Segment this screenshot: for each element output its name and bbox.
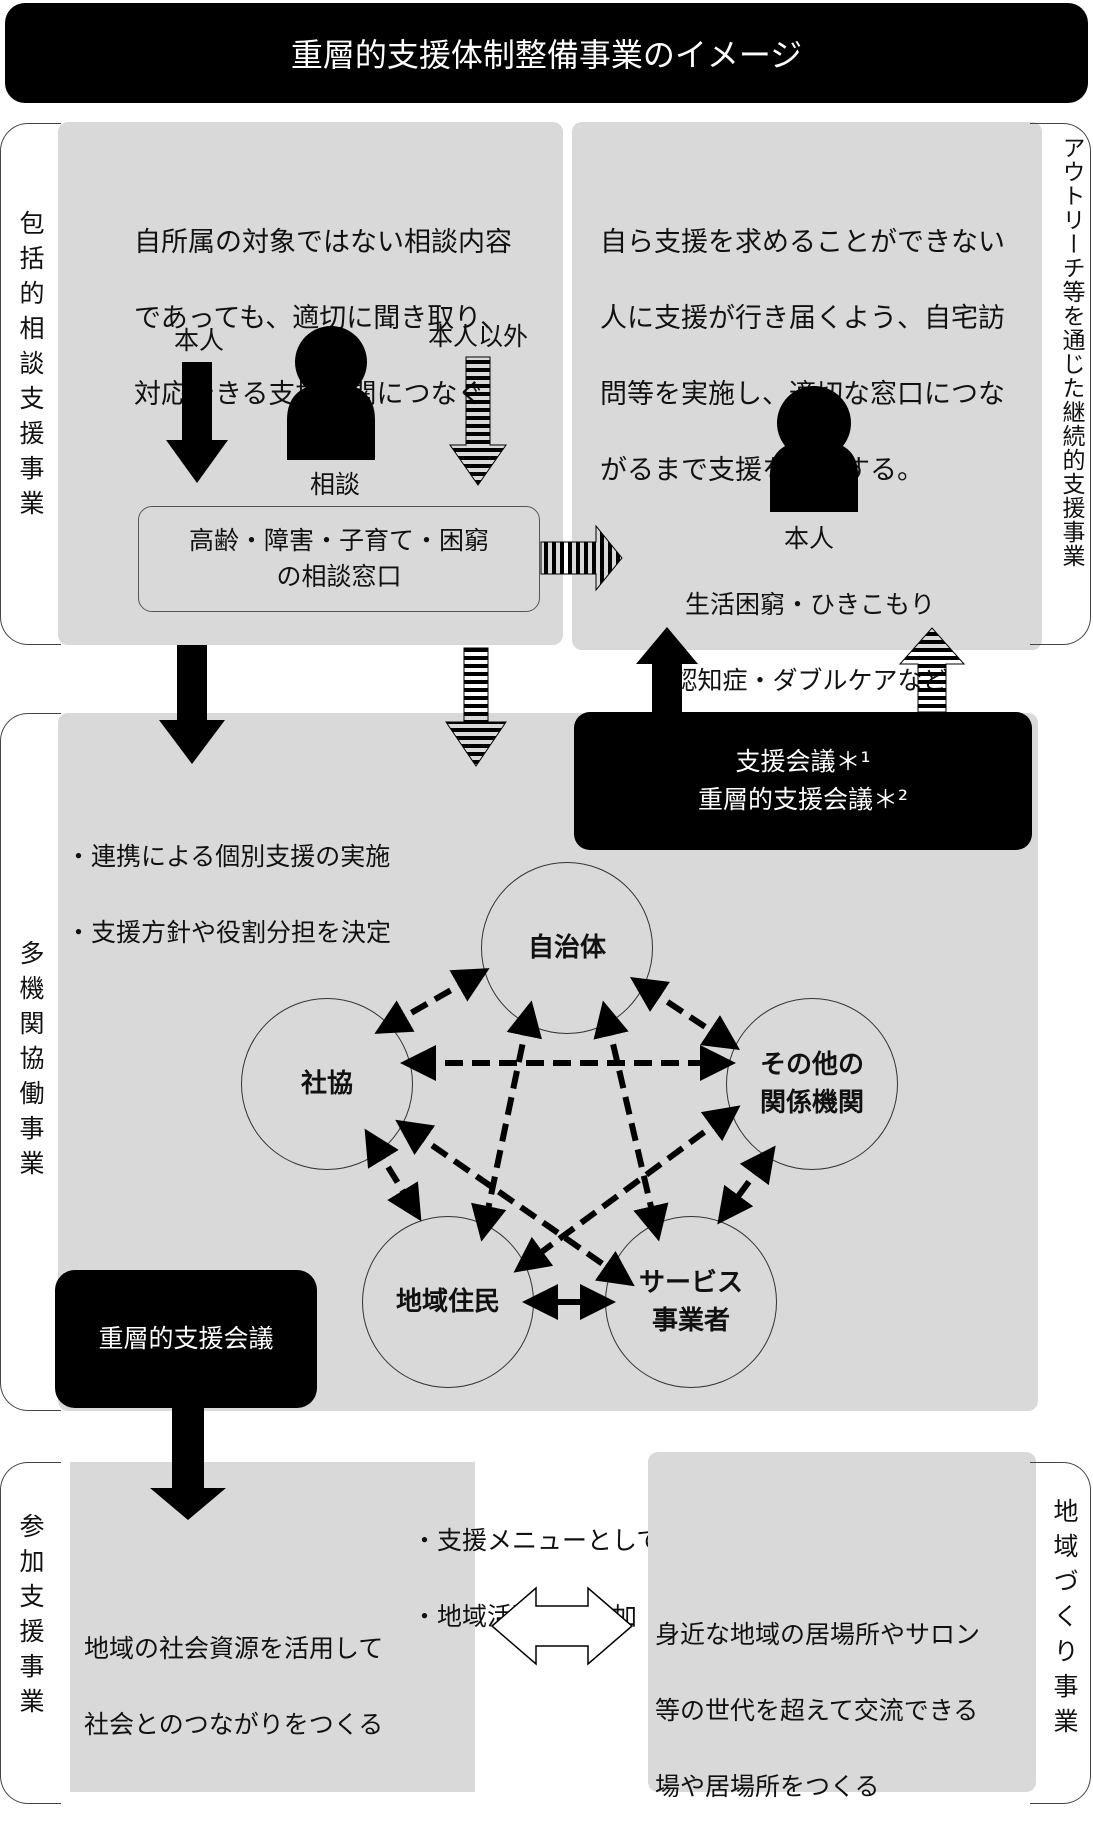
meeting-striped-up-arrow	[898, 627, 966, 713]
person-icon	[287, 326, 375, 460]
multi-bullet-2: ・支援方針や役割分担を決定	[66, 918, 392, 947]
outreach-person-desc: 生活困窮・ひきこもり 認知症・ダブルケアなど	[660, 548, 960, 738]
node-jumin-label: 地域住民	[395, 1287, 500, 1317]
community-line-1: 身近な地域の居場所やサロン	[655, 1620, 981, 1649]
multi-section-label: 多機関協働事業	[16, 940, 45, 1185]
arrow-shakyo-jumin	[364, 1128, 422, 1222]
diagram-graphics	[150, 326, 966, 1666]
consult-to-multi-arrow	[159, 645, 225, 764]
participation-community-arrow	[490, 1586, 634, 1666]
consult-section-label: 包括的相談支援事業	[16, 210, 45, 525]
arrow-jichitai-shakyo	[374, 968, 490, 1034]
window-line-1: 高齢・障害・子育て・困窮	[188, 526, 489, 555]
outreach-bracket	[1030, 123, 1091, 645]
node-service-label-2: 事業者	[651, 1306, 730, 1336]
window-to-outreach-arrow	[540, 524, 623, 592]
honnin-igai-label: 本人以外	[428, 322, 529, 351]
soudan-label: 相談	[310, 470, 361, 499]
community-section-label: 地域づくり事業	[1050, 1498, 1079, 1743]
consult-bracket	[0, 123, 61, 645]
participation-section-label: 参加支援事業	[16, 1513, 45, 1723]
support-meeting-box: 支援会議＊¹ 重層的支援会議＊²	[574, 712, 1032, 850]
bottom-meeting-box: 重層的支援会議	[55, 1270, 317, 1408]
consult-striped-down-arrow	[445, 647, 507, 767]
node-sonota: その他の 関係機関	[726, 998, 898, 1170]
bottom-meeting-down-arrow	[150, 1408, 226, 1520]
meeting-line-2: 重層的支援会議＊²	[697, 785, 909, 814]
community-panel	[648, 1452, 1036, 1792]
network-arrows	[364, 968, 776, 1287]
participation-panel	[70, 1462, 475, 1792]
window-line-2: の相談窓口	[276, 562, 402, 591]
meeting-line-1: 支援会議＊¹	[735, 747, 871, 776]
outreach-person-icon	[770, 386, 858, 512]
consult-desc-line-1: 自所属の対象ではない相談内容	[134, 227, 512, 258]
node-sonota-label-2: 関係機関	[759, 1088, 864, 1118]
node-service-label-1: サービス	[638, 1268, 743, 1298]
multi-bullets: ・連携による個別支援の実施 ・支援方針や役割分担を決定	[66, 800, 391, 990]
outreach-line-1: 自ら支援を求めることができない	[600, 227, 1005, 258]
node-jichitai-label: 自治体	[527, 933, 606, 963]
node-shakyo-label: 社協	[300, 1069, 353, 1099]
outreach-panel	[572, 122, 1042, 650]
bottom-meeting-label: 重層的支援会議	[98, 1324, 274, 1353]
multi-bracket	[0, 713, 61, 1411]
participation-line-2: 社会とのつながりをつくる	[84, 1710, 384, 1739]
participation-text: 地域の社会資源を活用して 社会とのつながりをつくる	[84, 1592, 383, 1782]
outreach-person-label: 本人	[784, 524, 835, 553]
page-title: 重層的支援体制整備事業のイメージ	[5, 3, 1088, 103]
arrow-jichitai-service	[593, 1000, 669, 1242]
arrow-jichitai-sonota	[629, 977, 741, 1050]
outreach-desc-line-1: 生活困窮・ひきこもり	[684, 590, 935, 619]
outreach-desc-line-2: 認知症・ダブルケアなど	[672, 666, 948, 695]
consult-window-box: 高齢・障害・子育て・困窮 の相談窓口	[138, 506, 540, 612]
honnin-label: 本人	[174, 326, 225, 355]
arrow-shakyo-service	[395, 1119, 635, 1287]
node-sonota-label-1: その他の	[759, 1050, 864, 1080]
honnin-down-arrow	[166, 362, 228, 483]
honnin-igai-striped-arrow	[449, 356, 507, 486]
community-line-2: 等の世代を超えて交流できる	[655, 1696, 979, 1725]
meeting-to-outreach-arrow	[636, 627, 698, 712]
outreach-section-label: アウトリーチ等を通じた継続的支援事業	[1058, 136, 1084, 568]
outreach-line-2: 人に支援が行き届くよう、自宅訪	[600, 303, 1005, 334]
arrow-jichitai-jumin	[471, 1000, 542, 1242]
multi-bullet-1: ・連携による個別支援の実施	[66, 842, 391, 871]
participation-line-1: 地域の社会資源を活用して	[84, 1634, 384, 1663]
outreach-line-4: がるまで支援を継続する。	[600, 455, 924, 486]
arrow-sonota-jumin	[513, 1105, 741, 1273]
arrow-sonota-service	[717, 1145, 776, 1225]
